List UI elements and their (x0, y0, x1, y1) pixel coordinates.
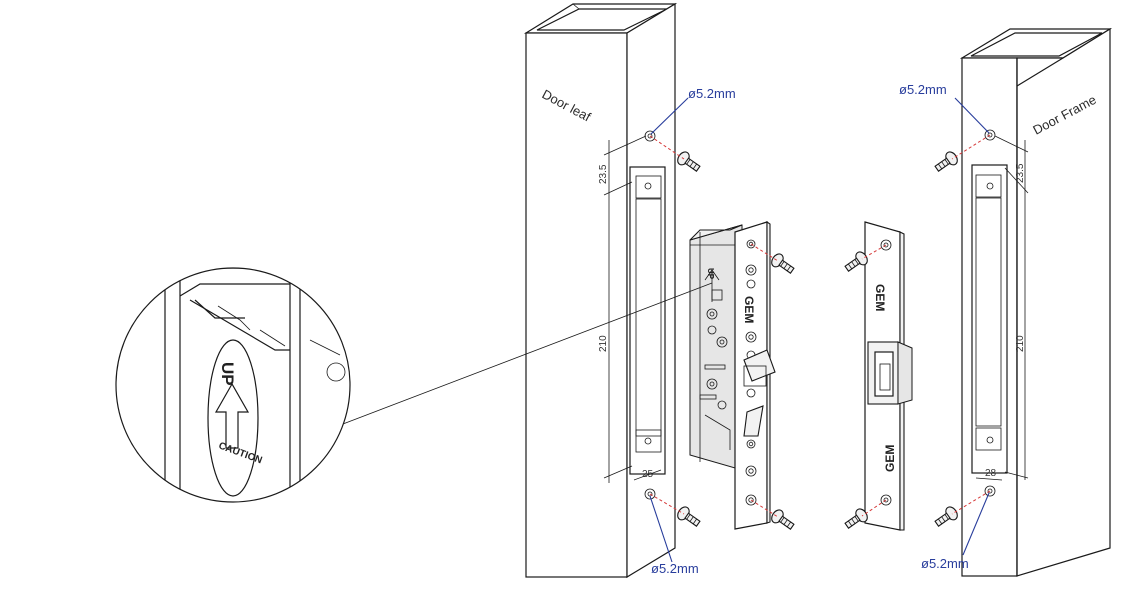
screw-icon (677, 151, 701, 172)
lock-body: UP (689, 224, 743, 471)
callout-frame-bottom: ø5.2mm (921, 556, 969, 571)
screw-icon (934, 151, 958, 172)
strike-plate-brand-bottom: GEM (883, 445, 897, 472)
hole-callouts: ø5.2mm ø5.2mm ø5.2mm ø5.2mm (649, 82, 990, 576)
screw-icon (771, 509, 795, 530)
callout-frame-top: ø5.2mm (899, 82, 947, 97)
frame-cutout (971, 164, 1008, 474)
leaf-bottom-hole (644, 488, 656, 500)
strike-plate: GEM GEM (864, 221, 913, 531)
frame-bottom-hole (984, 485, 996, 497)
screw-icon (677, 506, 701, 527)
leaf-length-dim: 210 (598, 335, 609, 352)
frame-length-dim: 210 (1015, 335, 1026, 352)
door-frame-post: 23.5 210 28 Door Frame (959, 27, 1113, 577)
callout-leaf-bottom: ø5.2mm (651, 561, 699, 576)
leaf-cutout (629, 166, 666, 475)
door-leaf-post: 23.5 210 25 Door leaf (523, 2, 678, 579)
screw-icon (844, 251, 868, 272)
frame-top-offset-dim: 23.5 (1015, 163, 1026, 183)
leaf-top-hole (644, 130, 656, 142)
screws (677, 151, 958, 530)
strike-plate-brand-top: GEM (873, 284, 887, 311)
screw-icon (934, 506, 958, 527)
alignment-lines (649, 134, 991, 518)
frame-width-dim: 28 (985, 468, 997, 479)
screw-icon (844, 508, 868, 529)
frame-top-hole (984, 129, 996, 141)
screw-icon (771, 253, 795, 274)
detail-up-mark: UP (218, 362, 237, 386)
callout-leaf-top: ø5.2mm (688, 86, 736, 101)
leaf-width-dim: 25 (642, 469, 654, 480)
lock-faceplate-brand: GEM (742, 296, 756, 323)
lock-body-up-mark: UP (706, 268, 715, 280)
up-arrow-icon (214, 382, 250, 449)
lock-faceplate: GEM (734, 220, 776, 530)
leaf-top-offset-dim: 23.5 (598, 164, 609, 184)
detail-magnifier: UP CAUTION (115, 267, 351, 503)
